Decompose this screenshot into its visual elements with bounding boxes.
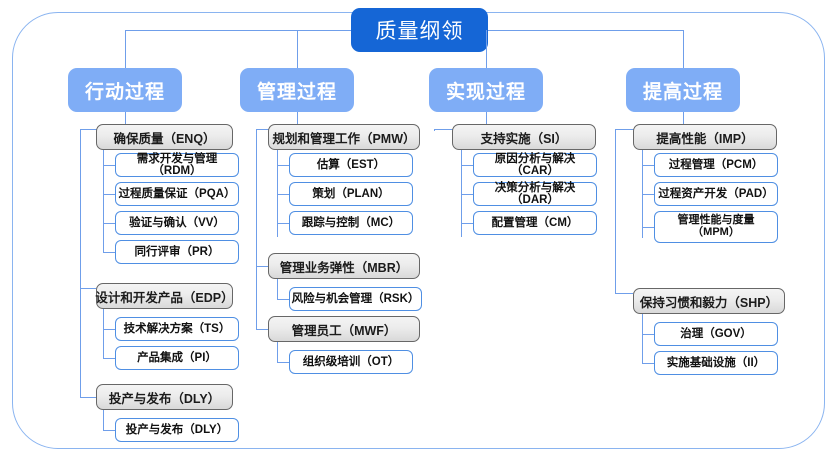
col2-g1-stub-1	[277, 165, 289, 166]
category-box[interactable]: 管理业务弹性（MBR）	[268, 253, 420, 279]
col4-stub-g1	[615, 129, 633, 130]
col1-g2-stub-2	[103, 358, 115, 359]
leaf-box[interactable]: 管理性能与度量 （MPM）	[654, 211, 778, 243]
col1-g1-child-spine	[103, 150, 104, 237]
leaf-box[interactable]: 验证与确认（VV）	[115, 211, 239, 235]
leaf-box[interactable]: 需求开发与管理（RDM）	[115, 153, 239, 177]
col2-g1-stub-2	[277, 194, 289, 195]
col2-g1-child-spine	[277, 150, 278, 237]
col1-g1-stub-1	[103, 165, 115, 166]
col4-g2-stub-1	[642, 334, 654, 335]
col2-stub-g2	[256, 266, 268, 267]
category-box[interactable]: 确保质量（ENQ）	[96, 124, 233, 150]
category-box[interactable]: 投产与发布（DLY）	[96, 384, 233, 410]
col3-stub-g1	[434, 129, 452, 130]
category-box[interactable]: 设计和开发产品（EDP）	[95, 283, 234, 309]
leaf-box[interactable]: 组织级培训（OT）	[289, 350, 413, 374]
col2-g1-stub-3	[277, 223, 289, 224]
category-box[interactable]: 管理员工（MWF）	[268, 316, 420, 342]
column-heading-3[interactable]: 实现过程	[429, 68, 543, 112]
leaf-box[interactable]: 治理（GOV）	[654, 322, 778, 346]
diagram-title: 质量纲领	[351, 8, 488, 52]
column-heading-4[interactable]: 提高过程	[626, 68, 740, 112]
col1-stub-g2	[80, 288, 96, 289]
col2-g3-stub-1	[277, 362, 289, 363]
col4-spine-top	[683, 112, 684, 129]
col1-spine-main	[80, 129, 81, 397]
leaf-box[interactable]: 投产与发布（DLY）	[115, 418, 239, 442]
col2-stub-g1	[256, 129, 268, 130]
column-heading-1[interactable]: 行动过程	[68, 68, 182, 112]
col1-g1-stub-4	[103, 252, 115, 253]
col1-g1-child-spine-2	[103, 237, 104, 252]
col3-g1-stub-1	[461, 165, 473, 166]
leaf-box[interactable]: 过程质量保证（PQA）	[115, 182, 239, 206]
root-bus-right	[488, 30, 683, 31]
col1-g1-stub-2	[103, 194, 115, 195]
col2-g2-stub-1	[277, 299, 289, 300]
category-box[interactable]: 提高性能（IMP）	[633, 124, 777, 150]
category-box[interactable]: 保持习惯和毅力（SHP）	[633, 288, 785, 314]
col1-g2-stub-1	[103, 329, 115, 330]
col3-spine-main	[434, 129, 435, 131]
leaf-box[interactable]: 实施基础设施（II）	[654, 351, 778, 375]
col4-g2-child-spine	[642, 314, 643, 363]
category-box[interactable]: 规划和管理工作（PMW）	[268, 124, 420, 150]
leaf-box[interactable]: 决策分析与解决（DAR）	[473, 182, 597, 206]
leaf-box[interactable]: 原因分析与解决（CAR）	[473, 153, 597, 177]
root-bus-left	[125, 30, 351, 31]
col2-spine-top	[297, 112, 298, 129]
root-drop-col4	[683, 30, 684, 68]
leaf-box[interactable]: 过程管理（PCM）	[654, 153, 778, 177]
leaf-box[interactable]: 产品集成（PI）	[115, 346, 239, 370]
leaf-box[interactable]: 估算（EST）	[289, 153, 413, 177]
col1-g3-stub-1	[103, 430, 115, 431]
leaf-box[interactable]: 风险与机会管理（RSK）	[289, 287, 422, 311]
leaf-box[interactable]: 过程资产开发（PAD）	[654, 182, 778, 206]
category-box[interactable]: 支持实施（SI）	[452, 124, 596, 150]
col1-stub-g3	[80, 397, 96, 398]
col4-g1-stub-3	[642, 227, 654, 228]
col3-g1-child-spine	[461, 150, 462, 237]
col1-g1-stub-3	[103, 223, 115, 224]
leaf-box[interactable]: 策划（PLAN）	[289, 182, 413, 206]
col2-spine-main	[256, 129, 257, 329]
column-heading-2[interactable]: 管理过程	[240, 68, 354, 112]
col1-spine-top	[125, 112, 126, 129]
col3-g1-stub-3	[461, 223, 473, 224]
leaf-box[interactable]: 同行评审（PR）	[115, 240, 239, 264]
col2-g3-child-spine	[277, 342, 278, 362]
leaf-box[interactable]: 配置管理（CM）	[473, 211, 597, 235]
root-drop-col1	[125, 30, 126, 68]
col3-g1-stub-2	[461, 194, 473, 195]
root-drop-col3	[486, 30, 487, 68]
col1-stub-g1	[80, 129, 96, 130]
root-drop-col2	[297, 30, 298, 68]
leaf-box[interactable]: 跟踪与控制（MC）	[289, 211, 413, 235]
col2-g2-child-spine	[277, 279, 278, 299]
col2-stub-g3	[256, 329, 268, 330]
col1-g3-child-spine	[103, 410, 104, 430]
col4-g2-stub-2	[642, 363, 654, 364]
col4-g1-stub-1	[642, 165, 654, 166]
leaf-box[interactable]: 技术解决方案（TS）	[115, 317, 239, 341]
col4-g1-stub-2	[642, 194, 654, 195]
col1-g2-child-spine	[103, 309, 104, 358]
col3-spine-top	[486, 112, 487, 129]
col4-stub-g2	[615, 293, 633, 294]
col4-spine-main	[615, 129, 616, 293]
